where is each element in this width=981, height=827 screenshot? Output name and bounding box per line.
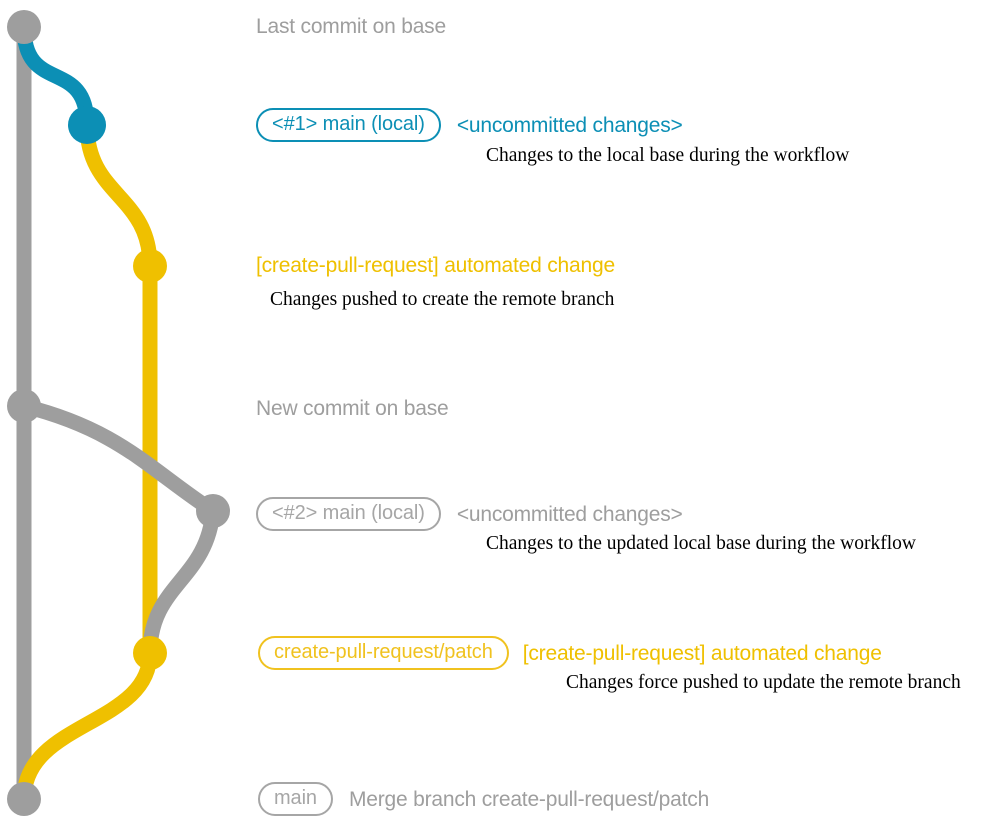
label-automated-change-create: [create-pull-request] automated change	[256, 254, 615, 277]
edge-patch2-to-merge	[16, 645, 158, 807]
label-new-commit-on-base: New commit on base	[256, 397, 449, 420]
label-merge-commit: Merge branch create-pull-request/patch	[348, 787, 710, 811]
row-automated-change-update: create-pull-request/patch [create-pull-r…	[258, 635, 882, 671]
edge-base-to-local2	[16, 398, 221, 519]
commit-node-automated-change-create[interactable]	[133, 249, 167, 283]
edge-local1-to-patch1	[79, 117, 158, 274]
edge-local2-to-patch2	[142, 503, 221, 661]
commit-node-automated-change-update[interactable]	[133, 636, 167, 670]
label-last-commit-on-base: Last commit on base	[256, 15, 446, 38]
row-local-2: <#2> main (local) <uncommitted changes>	[256, 496, 683, 532]
branch-badge-main[interactable]: main	[258, 782, 333, 816]
edge-base-to-local1	[16, 19, 95, 133]
row-merge-commit: main Merge branch create-pull-request/pa…	[258, 781, 709, 817]
commit-node-last-commit-on-base[interactable]	[7, 10, 41, 44]
commit-node-merge-commit[interactable]	[7, 782, 41, 816]
branch-badge-create-pull-request-patch[interactable]: create-pull-request/patch	[258, 636, 509, 670]
commit-node-local-1[interactable]	[68, 106, 106, 144]
row-local-1: <#1> main (local) <uncommitted changes>	[256, 107, 683, 143]
description-local-1: Changes to the local base during the wor…	[486, 145, 850, 166]
branch-badge-local-2[interactable]: <#2> main (local)	[256, 497, 441, 531]
label-uncommitted-changes-2: <uncommitted changes>	[456, 502, 683, 526]
label-automated-change-update: [create-pull-request] automated change	[522, 641, 882, 665]
description-local-2: Changes to the updated local base during…	[486, 533, 916, 554]
label-uncommitted-changes-1: <uncommitted changes>	[456, 113, 683, 137]
branch-badge-local-1[interactable]: <#1> main (local)	[256, 108, 441, 142]
description-automated-change-create: Changes pushed to create the remote bran…	[270, 289, 615, 310]
commit-node-local-2[interactable]	[196, 494, 230, 528]
description-automated-change-update: Changes force pushed to update the remot…	[566, 672, 961, 693]
commit-node-new-commit-on-base[interactable]	[7, 389, 41, 423]
